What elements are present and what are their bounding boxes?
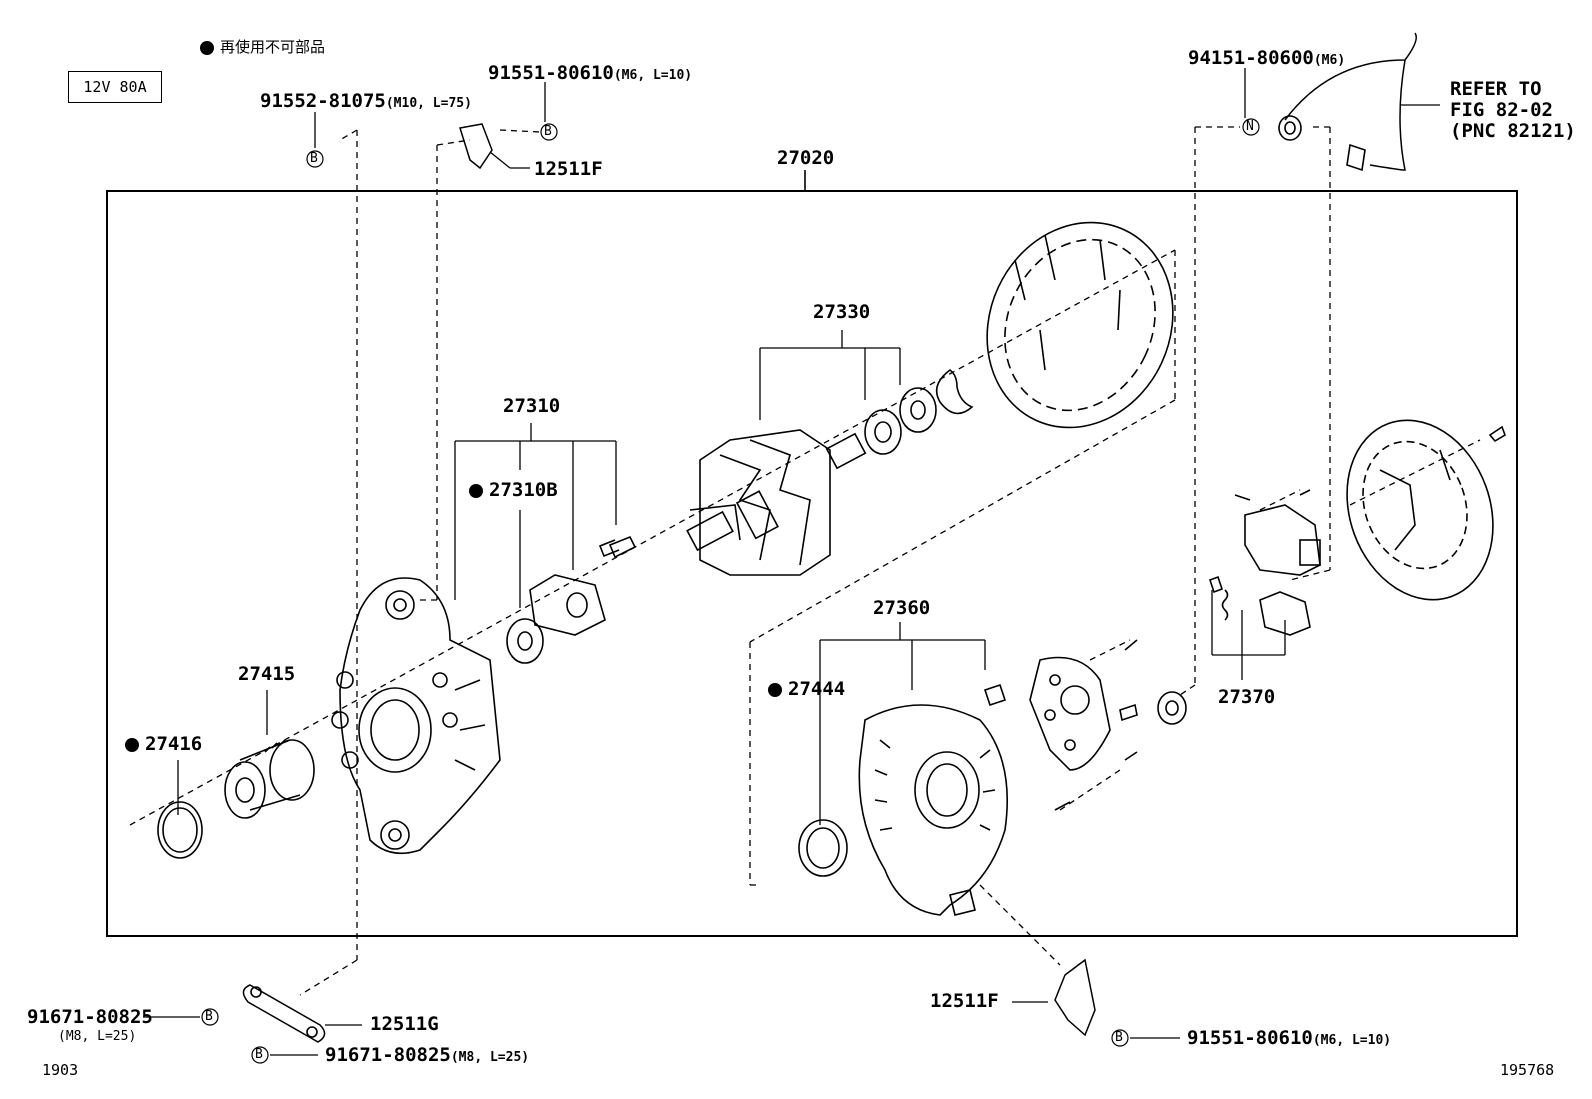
bolt-marker-b: B [205, 1009, 213, 1024]
footer-figure-number: 1903 [42, 1061, 79, 1079]
bolt-marker-b: B [544, 124, 552, 139]
footer-illustration-id: 195768 [1500, 1061, 1555, 1079]
part-27415[interactable]: 27415 [238, 663, 296, 685]
non-reusable-marker-icon [768, 682, 782, 697]
legend-note: 再使用不可部品 [200, 40, 325, 55]
spec-box: 12V 80A [68, 71, 162, 103]
part-27310[interactable]: 27310 [503, 395, 561, 417]
part-91551-80610-bottom[interactable]: 91551-80610(M6, L=10) [1187, 1027, 1392, 1049]
nut-marker-n: N [1246, 119, 1254, 134]
assembly-frame [106, 190, 1518, 937]
part-27020[interactable]: 27020 [777, 147, 835, 169]
non-reusable-marker-icon [200, 40, 214, 55]
part-91552-81075[interactable]: 91552-81075(M10, L=75) [260, 90, 472, 112]
part-27310B[interactable]: 27310B [469, 481, 558, 500]
part-91551-80610-top[interactable]: 91551-80610(M6, L=10) [488, 62, 693, 84]
refer-line-1: REFER TO [1450, 78, 1542, 100]
part-12511G[interactable]: 12511G [370, 1013, 439, 1035]
part-94151-80600[interactable]: 94151-80600(M6) [1188, 47, 1346, 69]
part-12511F-top[interactable]: 12511F [534, 158, 603, 180]
part-27416[interactable]: 27416 [125, 735, 202, 754]
bolt-marker-b: B [310, 151, 318, 166]
part-91671-80825-left[interactable]: 91671-80825 [27, 1006, 153, 1028]
part-27370[interactable]: 27370 [1218, 686, 1276, 708]
non-reusable-marker-icon [125, 737, 139, 752]
part-91671-80825-left-spec: (M8, L=25) [58, 1029, 137, 1044]
bolt-marker-b: B [1115, 1030, 1123, 1045]
part-12511F-bottom[interactable]: 12511F [930, 990, 999, 1012]
refer-line-2[interactable]: FIG 82-02 [1450, 99, 1553, 121]
part-91671-80825-bottom[interactable]: 91671-80825(M8, L=25) [325, 1044, 530, 1066]
refer-line-3: (PNC 82121) [1450, 120, 1576, 142]
bolt-marker-b: B [255, 1047, 263, 1062]
part-27360[interactable]: 27360 [873, 597, 931, 619]
part-27444[interactable]: 27444 [768, 680, 845, 699]
non-reusable-marker-icon [469, 483, 483, 498]
part-27330[interactable]: 27330 [813, 301, 871, 323]
